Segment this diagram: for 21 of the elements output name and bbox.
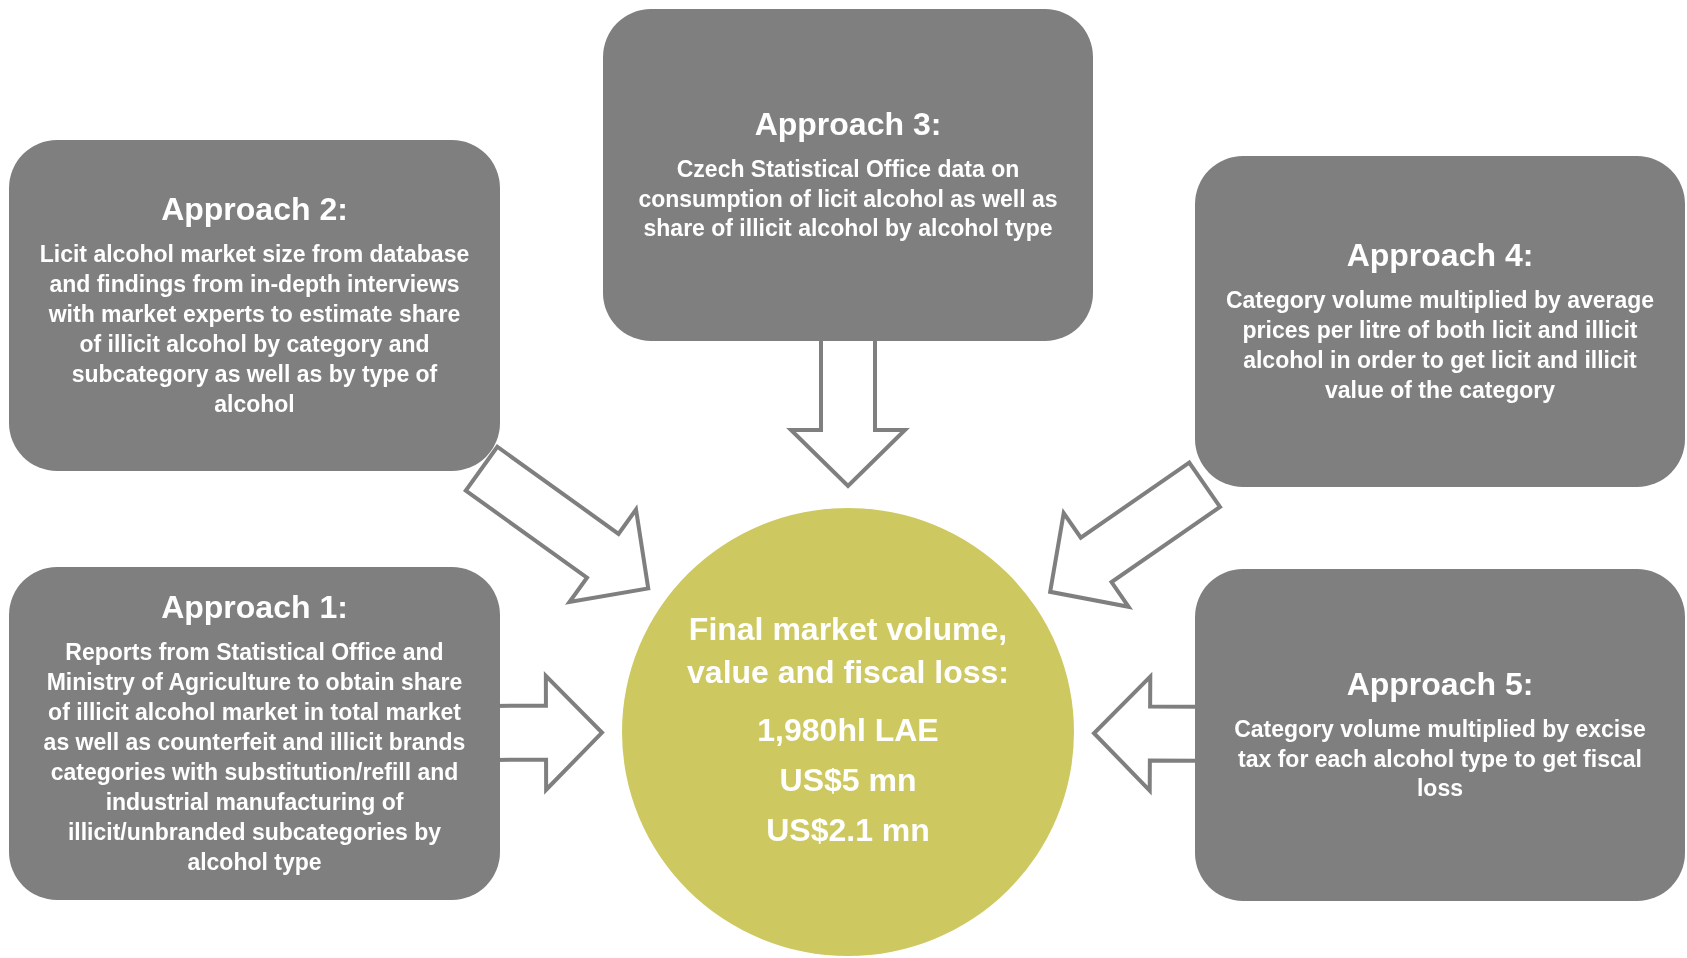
description: Category volume multiplied by excise tax for each alcohol type to get fiscal loss xyxy=(1233,714,1647,804)
approach-box xyxy=(9,567,500,900)
heading: Final market volume, value and fiscal loss: xyxy=(686,610,1010,693)
heading: Approach 3: xyxy=(754,105,942,143)
result-value: US$5 mn xyxy=(779,761,917,800)
block-arrow xyxy=(463,443,651,605)
description: Reports from Statistical Office and Ministry of Agriculture to obtain share of illicit alcohol market in total market as well as counterfeit and illicit brands categories with substitution/refill and industrial manufacturing of illicit/unbranded subcategories by alcohol type xyxy=(42,638,467,877)
heading: Approach 1: xyxy=(161,589,348,627)
description: Czech Statistical Office data on consumption of licit alcohol as well as share of illicit alcohol by alcohol type xyxy=(637,154,1059,244)
approach-box xyxy=(1195,156,1685,487)
heading: Approach 4: xyxy=(1346,237,1534,275)
heading: Approach 5: xyxy=(1346,665,1534,703)
result-value: US$2.1 mn xyxy=(766,811,930,850)
heading: Approach 2: xyxy=(161,191,348,229)
description: Licit alcohol market size from database and findings from in-depth interviews with market experts to estimate share of illicit alcohol by category and subcategory as well as by type of alcohol xyxy=(38,240,471,419)
result-value: 1,980hl LAE xyxy=(757,710,939,749)
description: Category volume multiplied by average prices per litre of both licit and illicit alcohol in order to get licit and illicit value of the category xyxy=(1224,286,1656,405)
approach-box xyxy=(603,9,1093,341)
approach-box xyxy=(1195,569,1685,901)
block-arrow xyxy=(1047,459,1223,610)
approach-box xyxy=(9,140,500,471)
